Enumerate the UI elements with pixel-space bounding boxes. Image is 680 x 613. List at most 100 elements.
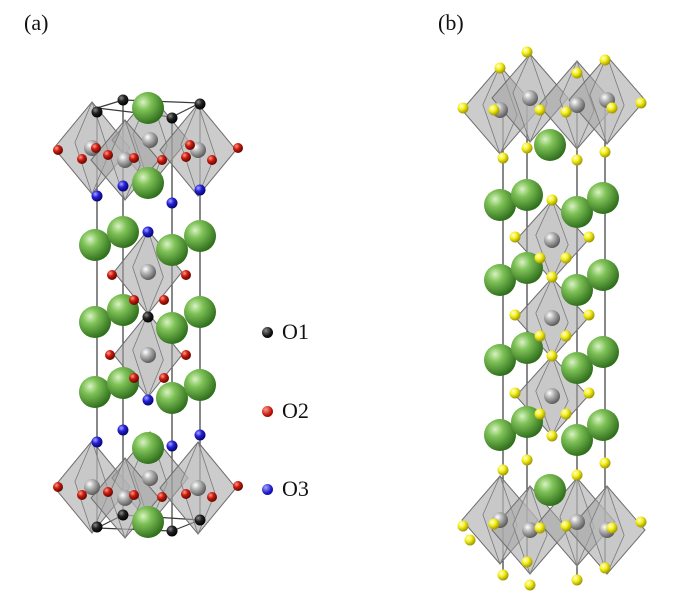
green-atom-a bbox=[107, 367, 139, 399]
grey-atom-b bbox=[522, 90, 538, 106]
o1-atom bbox=[117, 94, 129, 106]
yellow-atom bbox=[488, 104, 500, 116]
green-atom-a bbox=[132, 432, 164, 464]
green-atom-b bbox=[534, 129, 566, 161]
o2-atom bbox=[159, 295, 169, 305]
grey-atom-b bbox=[569, 514, 585, 530]
o1-atom bbox=[166, 525, 178, 537]
yellow-atom bbox=[560, 252, 572, 264]
o2-atom bbox=[129, 295, 139, 305]
o2-atom bbox=[77, 490, 87, 500]
o2-atom bbox=[159, 373, 169, 383]
o2-atom bbox=[53, 145, 63, 155]
yellow-atom bbox=[509, 309, 521, 321]
o3-dot bbox=[262, 483, 273, 495]
legend-label-o2: O2 bbox=[282, 398, 309, 423]
green-atom-a bbox=[156, 312, 188, 344]
o3-atom bbox=[117, 424, 129, 436]
yellow-atom bbox=[524, 579, 536, 591]
o3-atom bbox=[142, 226, 154, 238]
o2-atom bbox=[157, 492, 167, 502]
green-atom-a bbox=[132, 92, 164, 124]
yellow-atom bbox=[571, 469, 583, 481]
yellow-atom bbox=[599, 457, 611, 469]
yellow-atom bbox=[583, 309, 595, 321]
yellow-atom bbox=[583, 231, 595, 243]
grey-atom-b bbox=[544, 388, 560, 404]
yellow-atom bbox=[497, 569, 509, 581]
o2-atom bbox=[181, 152, 191, 162]
o1-atom bbox=[91, 521, 103, 533]
o2-atom bbox=[233, 481, 243, 491]
green-atom-a bbox=[156, 382, 188, 414]
o3-atom bbox=[194, 184, 206, 196]
o2-atom bbox=[181, 350, 191, 360]
yellow-atom bbox=[560, 330, 572, 342]
yellow-atom bbox=[546, 271, 558, 283]
o3-atom bbox=[91, 190, 103, 202]
green-atom-b bbox=[484, 189, 516, 221]
legend-item-o2: O2 bbox=[262, 398, 309, 424]
o3-atom bbox=[142, 394, 154, 406]
o3-atom bbox=[166, 197, 178, 209]
yellow-atom bbox=[497, 464, 509, 476]
green-atom-a bbox=[184, 220, 216, 252]
yellow-atom bbox=[509, 387, 521, 399]
green-atom-b bbox=[511, 332, 543, 364]
yellow-atom bbox=[546, 430, 558, 442]
yellow-atom bbox=[599, 146, 611, 158]
green-atom-a bbox=[79, 306, 111, 338]
o1-atom bbox=[142, 311, 154, 323]
yellow-atom bbox=[560, 106, 572, 118]
yellow-atom bbox=[457, 520, 469, 532]
green-atom-a bbox=[132, 506, 164, 538]
o2-atom bbox=[129, 153, 139, 163]
o2-atom bbox=[185, 140, 195, 150]
grey-atom-b bbox=[569, 97, 585, 113]
yellow-atom bbox=[521, 454, 533, 466]
yellow-atom bbox=[635, 516, 647, 528]
grey-atom-a bbox=[140, 264, 156, 280]
o2-atom bbox=[207, 492, 217, 502]
o2-atom bbox=[53, 482, 63, 492]
o1-atom bbox=[194, 514, 206, 526]
o2-atom bbox=[157, 155, 167, 165]
o1-atom bbox=[91, 106, 103, 118]
yellow-atom bbox=[571, 67, 583, 79]
o2-atom bbox=[181, 489, 191, 499]
yellow-atom bbox=[606, 102, 618, 114]
yellow-atom bbox=[488, 518, 500, 530]
grey-atom-a bbox=[117, 490, 133, 506]
o2-atom bbox=[107, 270, 117, 280]
green-atom-b bbox=[484, 264, 516, 296]
green-atom-b bbox=[587, 259, 619, 291]
yellow-atom bbox=[521, 556, 533, 568]
o2-atom bbox=[207, 155, 217, 165]
yellow-atom bbox=[546, 350, 558, 362]
green-atom-b bbox=[484, 344, 516, 376]
green-atom-a bbox=[184, 369, 216, 401]
green-atom-b bbox=[561, 274, 593, 306]
green-atom-a bbox=[132, 167, 164, 199]
yellow-atom bbox=[599, 54, 611, 66]
yellow-atom bbox=[546, 194, 558, 206]
green-atom-b bbox=[511, 179, 543, 211]
panel-b-label: (b) bbox=[438, 10, 464, 35]
o2-atom bbox=[105, 350, 115, 360]
o2-atom bbox=[103, 150, 113, 160]
green-atom-b bbox=[534, 474, 566, 506]
o2-atom bbox=[129, 490, 139, 500]
grey-atom-a bbox=[117, 152, 133, 168]
grey-atom-a bbox=[84, 479, 100, 495]
green-atom-a bbox=[79, 229, 111, 261]
grey-atom-a bbox=[142, 132, 158, 148]
yellow-atom bbox=[560, 520, 572, 532]
legend-item-o1: O1 bbox=[262, 319, 309, 345]
yellow-atom bbox=[521, 142, 533, 154]
green-atom-a bbox=[107, 216, 139, 248]
yellow-atom bbox=[534, 330, 546, 342]
o3-atom bbox=[91, 436, 103, 448]
green-atom-b bbox=[587, 182, 619, 214]
o1-dot bbox=[262, 326, 273, 338]
yellow-atom bbox=[571, 574, 583, 586]
